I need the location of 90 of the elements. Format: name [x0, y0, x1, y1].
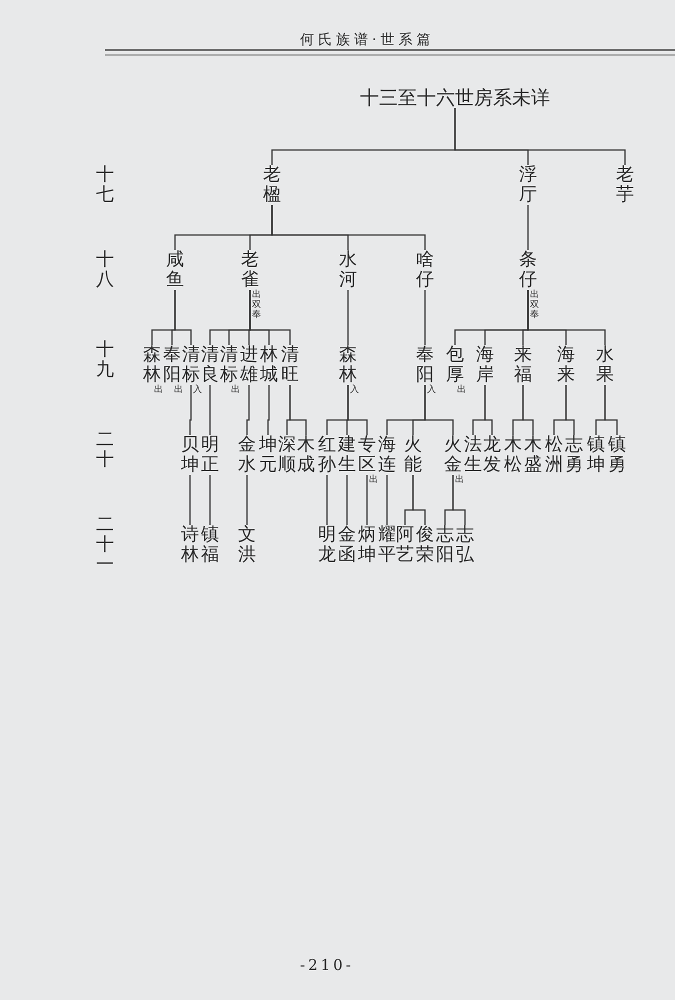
person-name: 浮厅	[519, 165, 537, 205]
annotation-note: 出	[455, 475, 465, 485]
person-name: 炳坤	[358, 525, 376, 565]
person-name: 明龙	[318, 525, 336, 565]
person-name: 金水	[238, 435, 256, 475]
annotation-note: 出	[174, 385, 184, 395]
person-name: 啥仔	[416, 250, 434, 290]
lineage-line	[522, 385, 534, 435]
person-name: 龙发	[483, 435, 501, 475]
person-name: 火能	[404, 435, 422, 475]
lineage-line	[189, 385, 192, 435]
page-number: -210-	[300, 955, 354, 975]
person-name: 老楹	[263, 165, 281, 205]
annotation-note: 入	[427, 385, 437, 395]
lineage-line	[527, 290, 606, 345]
lineage-line	[604, 385, 618, 435]
person-name: 木成	[297, 435, 315, 475]
person-name: 海连	[378, 435, 396, 475]
lineage-line	[209, 385, 211, 435]
generation-number: 十七	[96, 165, 114, 205]
person-name: 镇坤	[587, 435, 605, 475]
lineage-line	[424, 385, 454, 435]
person-name: 来福	[514, 345, 532, 385]
person-name: 木松	[504, 435, 522, 475]
annotation-note: 出	[369, 475, 379, 485]
person-name: 镇勇	[608, 435, 626, 475]
annotation-note: 入	[350, 385, 360, 395]
lineage-line	[452, 475, 466, 525]
lineage-line	[386, 475, 388, 525]
lineage-line	[347, 290, 349, 345]
person-name: 松洲	[545, 435, 563, 475]
person-name: 海来	[557, 345, 575, 385]
person-name: 镇福	[201, 525, 219, 565]
person-name: 海岸	[476, 345, 494, 385]
person-name: 贝坤	[181, 435, 199, 475]
annotation-note: 出	[154, 385, 164, 395]
lineage-line	[246, 385, 250, 435]
person-name: 清旺	[281, 345, 299, 385]
lineage-line	[209, 475, 211, 525]
lineage-line	[347, 385, 368, 435]
person-name: 法生	[464, 435, 482, 475]
person-name: 木盛	[524, 435, 542, 475]
lineage-line	[289, 385, 307, 435]
lineage-line	[366, 475, 368, 525]
person-name: 咸鱼	[166, 250, 184, 290]
person-name: 耀平	[378, 525, 396, 565]
lineage-line	[424, 290, 426, 345]
lineage-line	[346, 475, 348, 525]
generation-number: 十九	[96, 340, 114, 380]
lineage-line	[189, 475, 191, 525]
lineage-line	[249, 290, 291, 345]
person-name: 水果	[596, 345, 614, 385]
person-name: 坤元	[259, 435, 277, 475]
person-name: 志弘	[456, 525, 474, 565]
generation-number: 十八	[96, 250, 114, 290]
lineage-line	[267, 385, 270, 435]
generation-number: 二十	[96, 430, 114, 470]
lineage-line	[271, 205, 426, 250]
person-name: 红孙	[318, 435, 336, 475]
person-name: 清良	[201, 345, 219, 385]
running-header: 何氏族谱·世系篇	[300, 31, 434, 50]
annotation-note: 出	[231, 385, 241, 395]
lineage-line	[246, 475, 248, 525]
person-name: 俊荣	[416, 525, 434, 565]
person-name: 志阳	[436, 525, 454, 565]
lineage-line	[565, 385, 575, 435]
person-name: 诗林	[181, 525, 199, 565]
person-name: 明正	[201, 435, 219, 475]
lineage-heading: 十三至十六世房系未详	[360, 88, 550, 108]
generation-number: 二十一	[96, 515, 114, 575]
annotation-note: 出双奉	[252, 290, 262, 320]
person-name: 志勇	[565, 435, 583, 475]
lineage-line	[412, 475, 426, 525]
person-name: 水河	[339, 250, 357, 290]
person-name: 老芋	[616, 165, 634, 205]
person-name: 金函	[338, 525, 356, 565]
person-name: 文洪	[238, 525, 256, 565]
person-name: 林城	[260, 345, 278, 385]
lineage-line	[484, 385, 493, 435]
lineage-line	[527, 205, 529, 250]
person-name: 阿艺	[396, 525, 414, 565]
person-name: 建生	[338, 435, 356, 475]
annotation-note: 出双奉	[530, 290, 540, 320]
annotation-note: 出	[457, 385, 467, 395]
lineage-line	[174, 290, 192, 345]
lineage-line	[454, 108, 626, 165]
person-name: 深顺	[278, 435, 296, 475]
annotation-note: 入	[193, 385, 203, 395]
person-name: 进雄	[240, 345, 258, 385]
lineage-line	[326, 475, 328, 525]
